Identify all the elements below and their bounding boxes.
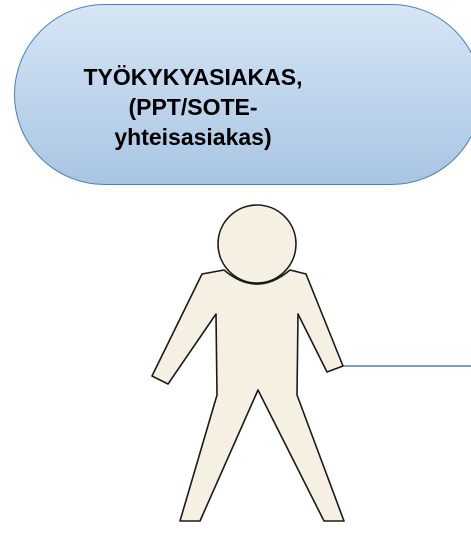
client-type-line-1: TYÖKYKYASIAKAS, (83, 64, 303, 90)
client-type-box (14, 4, 471, 185)
client-type-label: TYÖKYKYASIAKAS, (PPT/SOTE- yhteisasiakas… (64, 62, 322, 152)
client-type-line-3: yhteisasiakas) (114, 124, 272, 150)
person-icon (151, 204, 345, 522)
person-body (151, 269, 345, 522)
client-type-line-2: (PPT/SOTE- (128, 94, 258, 120)
person-head (217, 204, 297, 284)
